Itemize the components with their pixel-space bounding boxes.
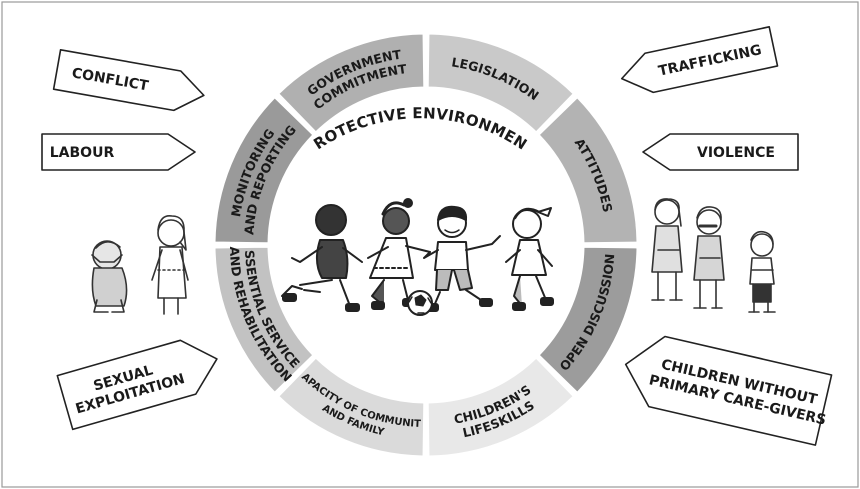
- tall-child-figure: [651, 198, 683, 301]
- crouching-child-figure: [91, 240, 128, 313]
- child-figure-1: [281, 204, 363, 312]
- playing-children-illustration: [281, 198, 554, 316]
- ring-segment-government: [278, 33, 425, 133]
- small-child-figure: [748, 230, 776, 313]
- standing-sad-child-figure: [151, 214, 189, 315]
- middle-child-figure: [693, 206, 725, 309]
- left-distressed-children-illustration: [91, 214, 189, 315]
- child-figure-2: [367, 198, 431, 310]
- football-icon: [407, 290, 433, 316]
- arrow-label-violence: VIOLENCE: [697, 145, 775, 161]
- arrow-trafficking: TRAFFICKING: [620, 26, 779, 94]
- arrow-violence: VIOLENCE: [642, 133, 799, 171]
- arrow-labour: LABOUR: [41, 133, 196, 171]
- ring-segment-essential-services: [214, 246, 314, 393]
- right-distressed-children-illustration: [651, 198, 776, 313]
- ring-segment-open-discussion: [538, 246, 638, 393]
- arrow-label-labour: LABOUR: [50, 145, 115, 161]
- child-figure-3: [423, 205, 501, 312]
- ring-segment-attitudes: [538, 97, 638, 244]
- arrow-conflict: CONFLICT: [52, 49, 205, 112]
- ring-segment-legislation: [427, 33, 574, 133]
- threat-arrows: CONFLICT LABOUR SEXUAL EXPLOITATION TRAF…: [41, 26, 833, 446]
- arrow-children-without-care: CHILDREN WITHOUT PRIMARY CARE-GIVERS: [624, 335, 833, 446]
- ring-segment-childrens-lifeskills: [427, 357, 574, 457]
- ring-segment-capacity: [278, 357, 425, 457]
- ring-segment-monitoring: [214, 97, 314, 244]
- child-figure-4: [505, 207, 554, 311]
